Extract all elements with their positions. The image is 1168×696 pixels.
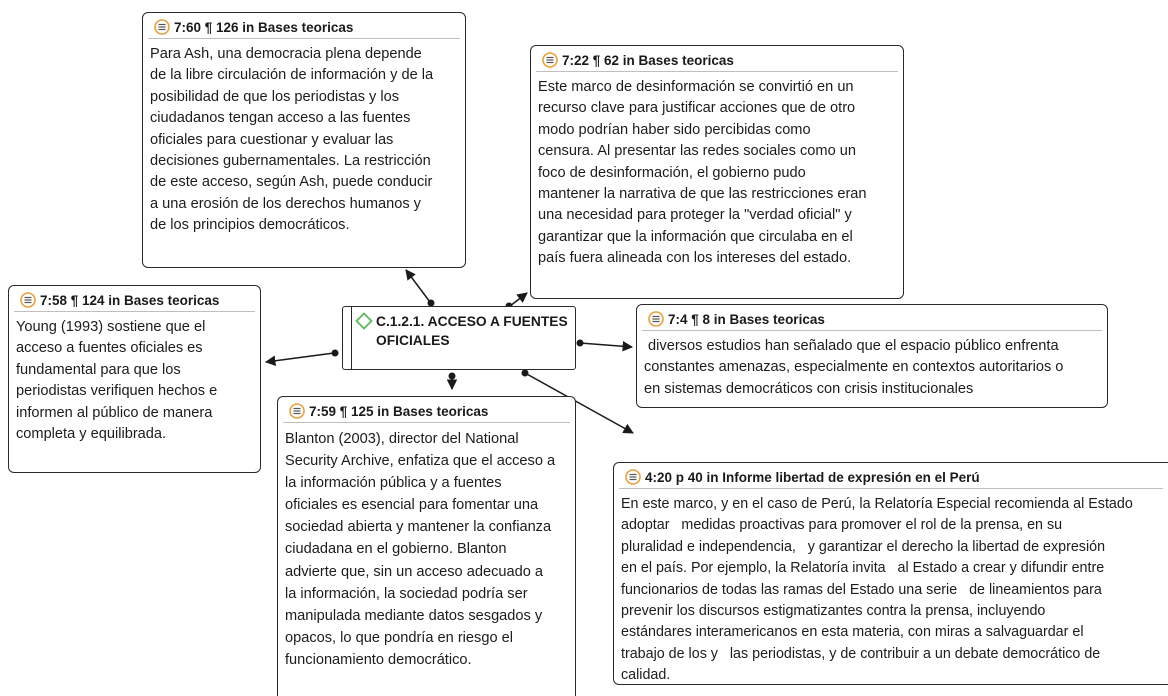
text-line: Este marco de desinformación se convirti… (538, 79, 854, 95)
text-line: la información, la sociedad podría ser (285, 585, 528, 602)
text-line: de los principios democráticos. (150, 217, 350, 234)
text-line: completa y equilibrada. (16, 426, 167, 443)
code-label: C.1.2.1. ACCESO A FUENTES OFICIALES (376, 312, 568, 350)
text-line: constantes amenazas, especialmente en co… (644, 359, 1064, 376)
text-line: En este marco, y en el caso de Perú, la … (621, 496, 1133, 512)
quotation-node[interactable]: 7:4 ¶ 8 in Bases teoricas diversos estud… (636, 304, 1108, 408)
text-line: funcionamiento democrático. (285, 651, 472, 668)
text-line: trabajo de los y las periodistas, y de c… (621, 645, 1101, 662)
link-to-q1[interactable] (405, 269, 435, 307)
quotation-ref: 7:22 ¶ 62 in Bases teoricas (562, 52, 734, 68)
text-line: ciudadana en el gobierno. Blanton (285, 541, 507, 558)
text-line: mantener la narrativa de que las restric… (538, 186, 867, 203)
quotation-icon (625, 469, 641, 485)
quotation-node[interactable]: 7:59 ¶ 125 in Bases teoricas Blanton (20… (277, 396, 576, 696)
text-line: foco de desinformación, el gobierno pudo (538, 164, 806, 181)
text-line: censura. Al presentar las redes sociales… (538, 143, 856, 160)
quotation-ref: 7:60 ¶ 126 in Bases teoricas (174, 19, 354, 35)
text-line: país fuera alineada con los intereses de… (538, 250, 852, 267)
text-line: adoptar medidas proactivas para promover… (621, 517, 1063, 534)
text-line: prevenir los discursos estigmatizantes c… (621, 603, 1046, 620)
text-line: posibilidad de que los periodistas y los (150, 88, 400, 105)
code-node[interactable]: C.1.2.1. ACCESO A FUENTES OFICIALES (342, 306, 576, 370)
quotation-ref: 4:20 p 40 in Informe libertad de expresi… (645, 469, 980, 485)
diamond-code-icon (355, 312, 373, 330)
quotation-text: Blanton (2003), director del National Se… (278, 423, 575, 677)
quotation-node[interactable]: 4:20 p 40 in Informe libertad de expresi… (613, 462, 1168, 685)
quotation-icon (542, 52, 558, 68)
text-line: modo podrían haber sido percibidas como (538, 121, 811, 138)
text-line: pluralidad e independencia, y garantizar… (621, 538, 1106, 555)
text-line: manipulada mediante datos sesgados y (285, 607, 543, 624)
text-line: a una erosión de los derechos humanos y (150, 195, 421, 212)
text-line: decisiones gubernamentales. La restricci… (150, 153, 431, 170)
text-line: garantizar que la información que circul… (538, 228, 853, 245)
text-line: periodistas verifiquen hechos e (16, 383, 218, 400)
code-label-line: C.1.2.1. ACCESO A FUENTES (376, 314, 568, 329)
quotation-header: 7:60 ¶ 126 in Bases teoricas (148, 13, 460, 39)
quotation-icon (648, 311, 664, 327)
quotation-header: 7:22 ¶ 62 in Bases teoricas (536, 46, 898, 72)
text-line: Blanton (2003), director del National (285, 431, 519, 447)
text-line: estándares interamericanos en esta mater… (621, 624, 1084, 641)
quotation-text: Este marco de desinformación se convirti… (531, 72, 903, 276)
text-line: acceso a fuentes oficiales es (16, 340, 203, 357)
quotation-header: 4:20 p 40 in Informe libertad de expresi… (619, 463, 1163, 489)
quotation-node[interactable]: 7:60 ¶ 126 in Bases teoricas Para Ash, u… (142, 12, 466, 268)
quotation-header: 7:58 ¶ 124 in Bases teoricas (14, 286, 255, 312)
quotation-ref: 7:4 ¶ 8 in Bases teoricas (668, 311, 825, 327)
quotation-ref: 7:58 ¶ 124 in Bases teoricas (40, 292, 220, 308)
text-line: Security Archive, enfatiza que el acceso… (285, 453, 556, 470)
text-line: en sistemas democráticos con crisis inst… (644, 380, 974, 397)
quotation-node[interactable]: 7:58 ¶ 124 in Bases teoricas Young (1993… (8, 285, 261, 473)
link-to-q5[interactable] (446, 372, 458, 391)
quotation-text: diversos estudios han señalado que el es… (637, 331, 1107, 406)
quotation-icon (289, 403, 305, 419)
text-line: Para Ash, una democracia plena depende (150, 46, 422, 62)
text-line: opacos, lo que pondría en riesgo el (285, 629, 513, 646)
text-line: recurso clave para justificar acciones q… (538, 100, 856, 117)
quotation-icon (154, 19, 170, 35)
quotation-node[interactable]: 7:22 ¶ 62 in Bases teoricas Este marco d… (530, 45, 904, 299)
quotation-icon (20, 292, 36, 308)
text-line: oficiales para cuestionar y evaluar las (150, 131, 394, 148)
quotation-text: En este marco, y en el caso de Perú, la … (614, 489, 1168, 693)
link-to-q3[interactable] (264, 349, 339, 366)
text-line: ciudadanos tengan acceso a las fuentes (150, 110, 411, 127)
code-node-bar (351, 307, 352, 369)
quotation-header: 7:59 ¶ 125 in Bases teoricas (283, 397, 570, 423)
quotation-text: Para Ash, una democracia plena depende d… (143, 39, 465, 243)
text-line: advierte que, sin un acceso adecuado a (285, 563, 544, 580)
text-line: oficiales es esencial para fomentar una (285, 497, 539, 514)
text-line: informen al público de manera (16, 404, 213, 421)
text-line: sociedad abierta y mantener la confianza (285, 519, 552, 536)
text-line: en el país. Por ejemplo, la Relatoría in… (621, 560, 1105, 577)
text-line: la información pública y a fuentes (285, 475, 502, 492)
text-line: calidad. (621, 667, 671, 684)
text-line: de este acceso, según Ash, puede conduci… (150, 174, 433, 191)
quotation-header: 7:4 ¶ 8 in Bases teoricas (642, 305, 1102, 331)
text-line: diversos estudios han señalado que el es… (644, 338, 1059, 354)
text-line: de la libre circulación de información y… (150, 67, 434, 84)
text-line: funcionarios de todas las ramas del Esta… (621, 581, 1102, 598)
link-to-q4[interactable] (576, 339, 634, 352)
code-label-line: OFICIALES (376, 333, 450, 348)
quotation-ref: 7:59 ¶ 125 in Bases teoricas (309, 403, 489, 419)
text-line: fundamental para que los (16, 361, 181, 378)
text-line: Young (1993) sostiene que el (16, 319, 206, 335)
text-line: una necesidad para proteger la "verdad o… (538, 207, 852, 224)
quotation-text: Young (1993) sostiene que el acceso a fu… (9, 312, 260, 451)
